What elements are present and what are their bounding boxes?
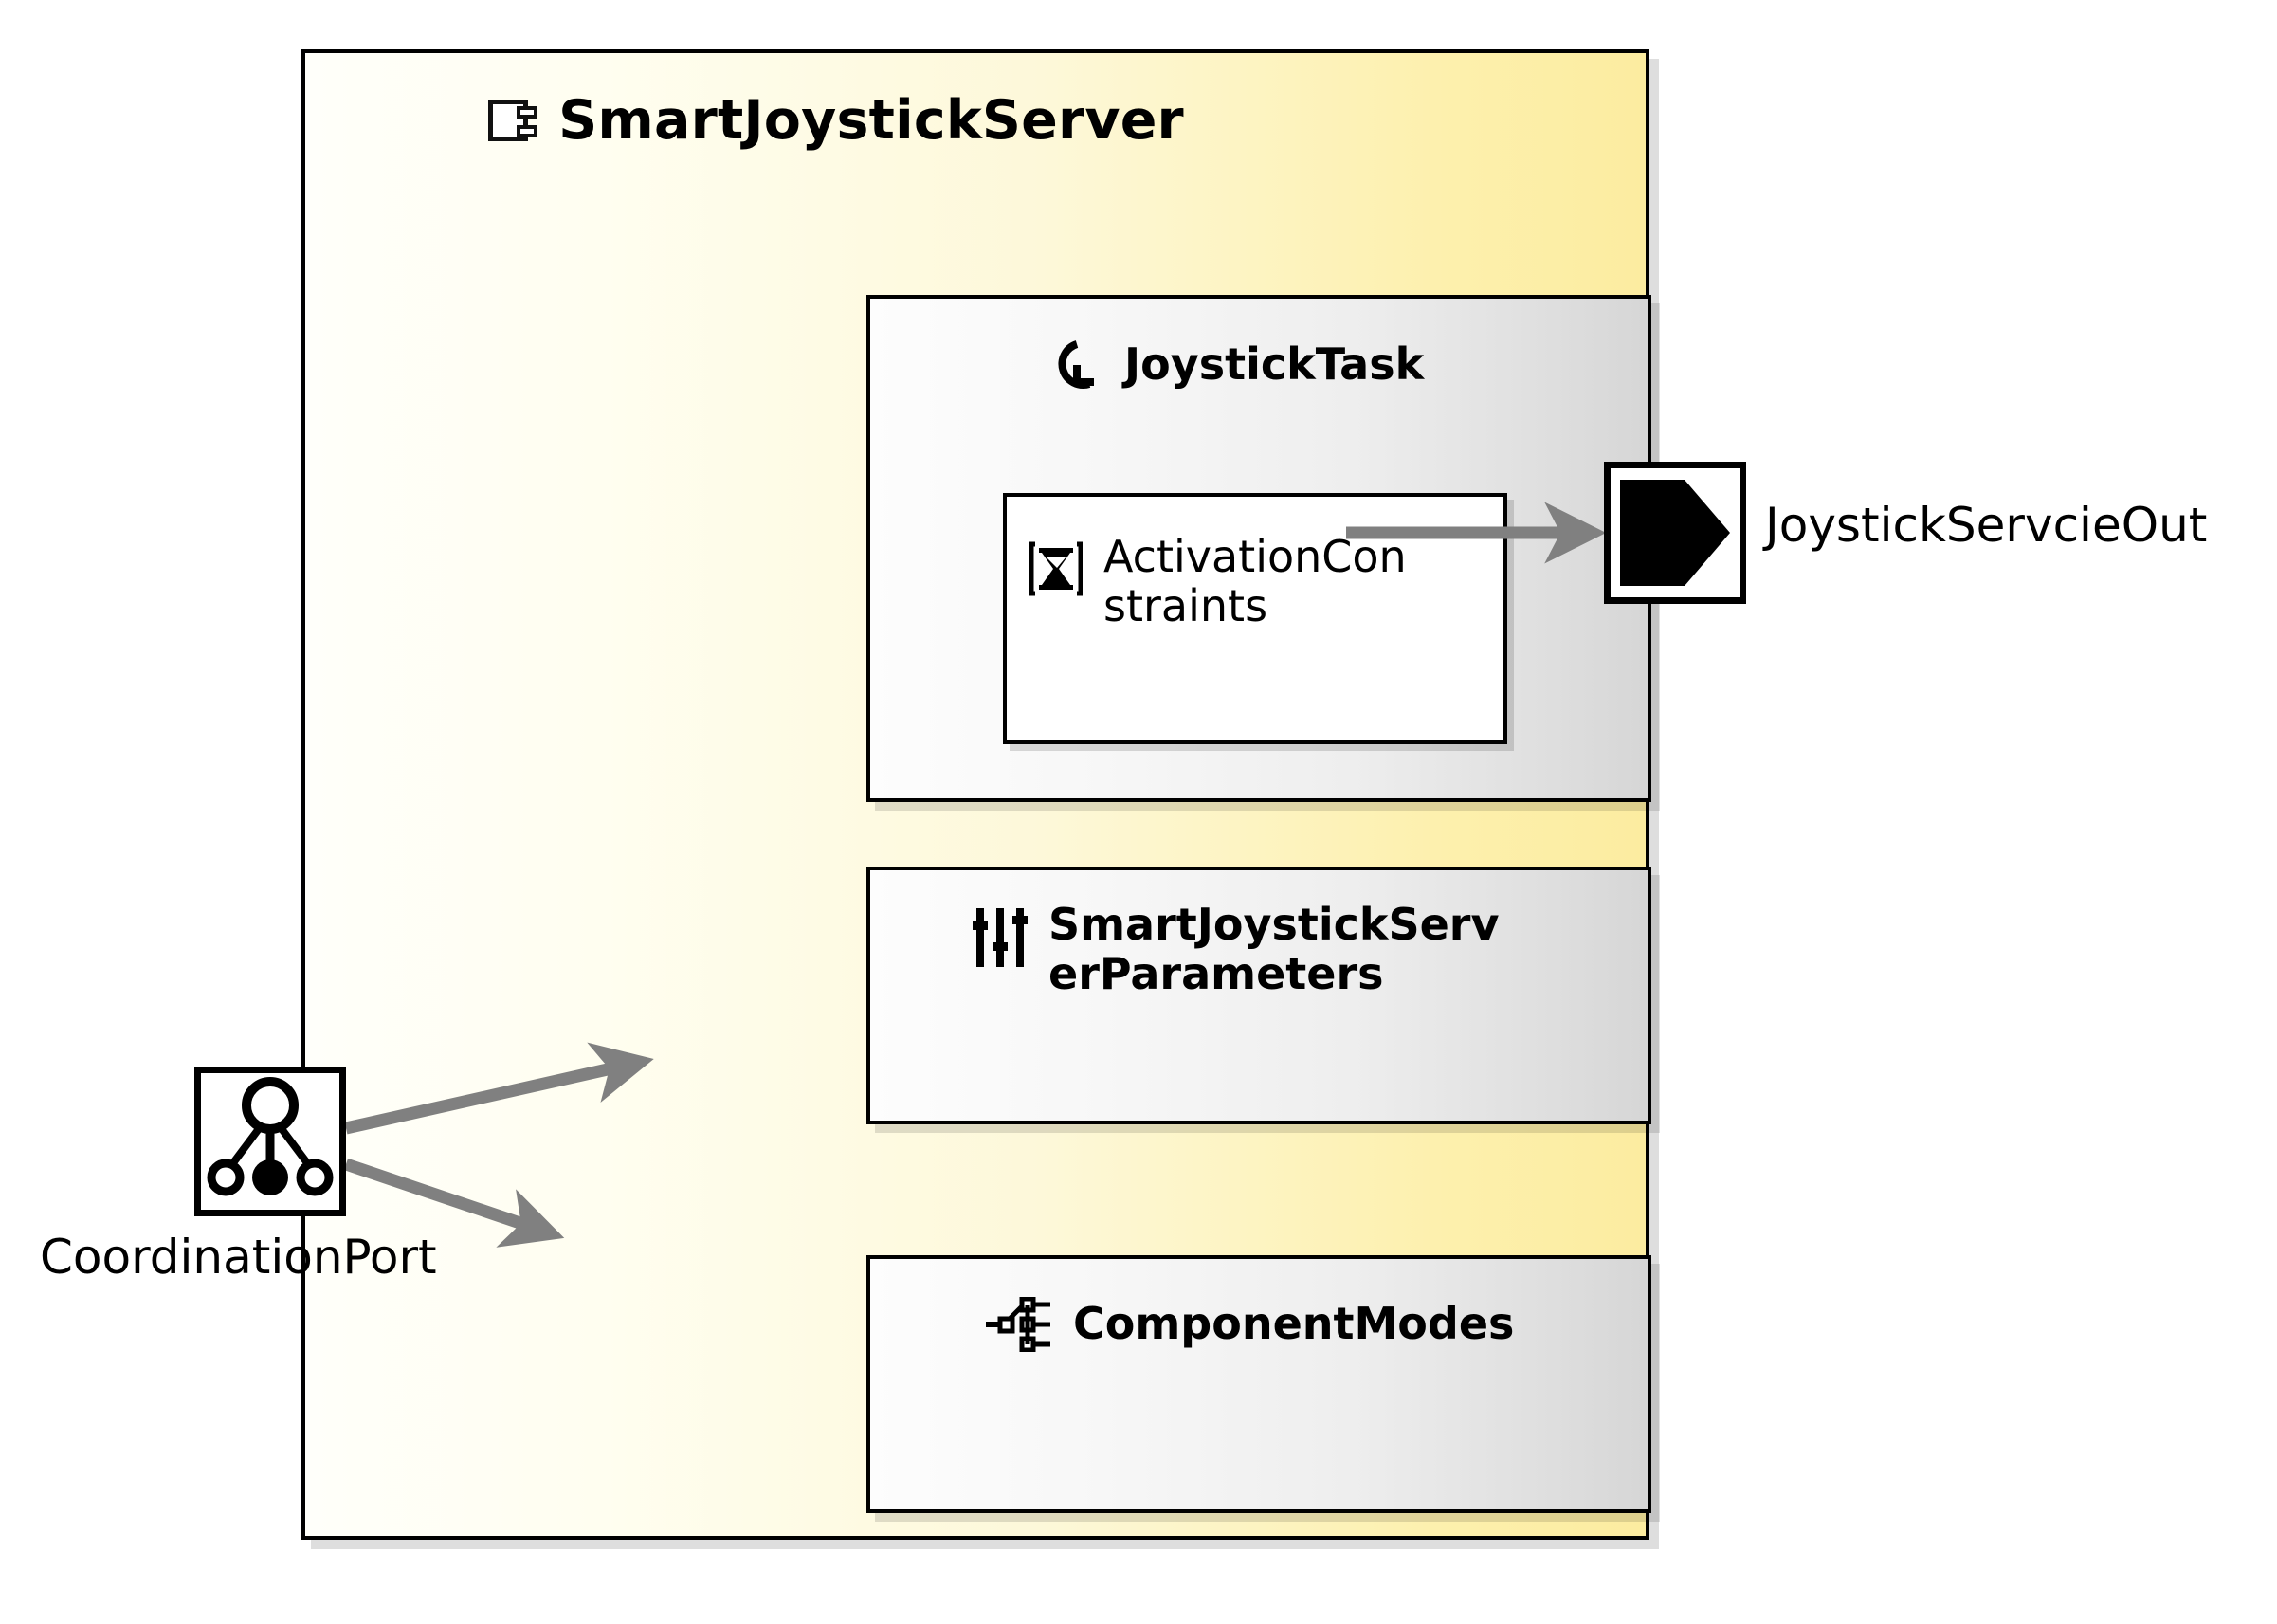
parameters-label-line2: ameters [1181,947,1384,999]
port-joystick-servcie-out[interactable] [1604,462,1746,604]
joystick-task-title-row: JoystickTask [1050,338,1424,392]
activation-constraints-label-line2: traints [1125,579,1268,631]
component-title-row: SmartJoystickServer [305,89,1367,152]
sliders-icon [973,906,1028,969]
cycle-icon [1050,338,1103,392]
member-smartjoystickserverparameters[interactable]: SmartJoystickServerParameters [866,867,1651,1124]
port-joystick-servcie-out-label: JoystickServcieOut [1765,498,2208,553]
member-componentmodes[interactable]: ComponentModes [866,1255,1651,1513]
port-coordination-label: CoordinationPort [40,1230,437,1285]
componentmodes-label: ComponentModes [1073,1298,1515,1350]
coordination-port-icon [207,1077,334,1196]
parameters-label: SmartJoystickServerParameters [1048,899,1513,999]
parameters-title-row: SmartJoystickServerParameters [973,899,1513,999]
activation-constraints-label-line1: ActivationCons [1103,531,1407,631]
member-activation-constraints[interactable]: ActivationConstraints [1003,493,1507,744]
port-coordination[interactable] [194,1067,346,1216]
component-smartjoystickserver[interactable]: SmartJoystickServer JoystickTask [301,49,1651,1540]
hourglass-icon [1029,540,1084,597]
member-joystick-task[interactable]: JoystickTask [866,295,1651,802]
componentmodes-title-row: ComponentModes [984,1296,1515,1353]
parameters-label-line1: SmartJoystickServerPar [1048,899,1500,999]
joystick-task-label: JoystickTask [1124,338,1425,391]
output-port-icon [1620,480,1730,586]
activation-constraints-label: ActivationConstraints [1103,531,1416,631]
activation-constraints-title-row: ActivationConstraints [1029,531,1494,631]
modes-icon [984,1296,1052,1353]
component-icon [488,98,538,143]
page-title: SmartJoystickServer [558,89,1184,152]
